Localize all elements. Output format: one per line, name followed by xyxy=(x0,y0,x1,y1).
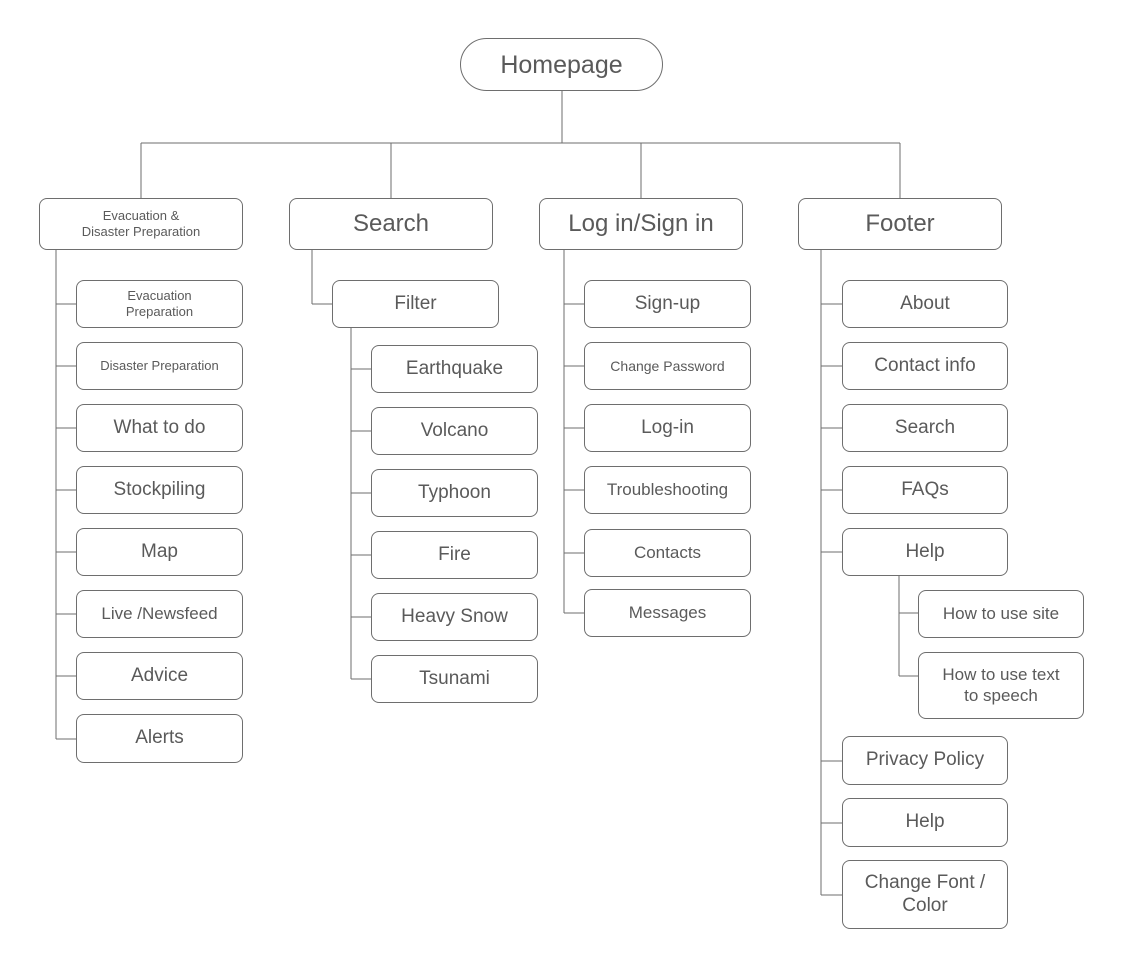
node-log-in: Log-in xyxy=(584,404,751,452)
node-faqs: FAQs xyxy=(842,466,1008,514)
node-advice: Advice xyxy=(76,652,243,700)
node-alerts: Alerts xyxy=(76,714,243,763)
node-footer-search: Search xyxy=(842,404,1008,452)
node-change-font-color: Change Font / Color xyxy=(842,860,1008,929)
node-filter: Filter xyxy=(332,280,499,328)
node-earthquake: Earthquake xyxy=(371,345,538,393)
node-live-newsfeed: Live /Newsfeed xyxy=(76,590,243,638)
node-help-2: Help xyxy=(842,798,1008,847)
node-heavy-snow: Heavy Snow xyxy=(371,593,538,641)
node-about: About xyxy=(842,280,1008,328)
node-search: Search xyxy=(289,198,493,250)
node-help: Help xyxy=(842,528,1008,576)
node-tsunami: Tsunami xyxy=(371,655,538,703)
node-change-password: Change Password xyxy=(584,342,751,390)
node-sign-up: Sign-up xyxy=(584,280,751,328)
node-volcano: Volcano xyxy=(371,407,538,455)
node-privacy-policy: Privacy Policy xyxy=(842,736,1008,785)
node-how-to-use-site: How to use site xyxy=(918,590,1084,638)
node-log-in-sign-in: Log in/Sign in xyxy=(539,198,743,250)
node-homepage: Homepage xyxy=(460,38,663,91)
node-contacts: Contacts xyxy=(584,529,751,577)
node-what-to-do: What to do xyxy=(76,404,243,452)
node-footer: Footer xyxy=(798,198,1002,250)
node-stockpiling: Stockpiling xyxy=(76,466,243,514)
node-map: Map xyxy=(76,528,243,576)
node-evacuation-preparation: Evacuation Preparation xyxy=(76,280,243,328)
node-disaster-preparation: Disaster Preparation xyxy=(76,342,243,390)
node-messages: Messages xyxy=(584,589,751,637)
node-evacuation-disaster-preparation: Evacuation & Disaster Preparation xyxy=(39,198,243,250)
node-how-to-use-text-to-speech: How to use text to speech xyxy=(918,652,1084,719)
node-fire: Fire xyxy=(371,531,538,579)
node-troubleshooting: Troubleshooting xyxy=(584,466,751,514)
node-typhoon: Typhoon xyxy=(371,469,538,517)
node-contact-info: Contact info xyxy=(842,342,1008,390)
